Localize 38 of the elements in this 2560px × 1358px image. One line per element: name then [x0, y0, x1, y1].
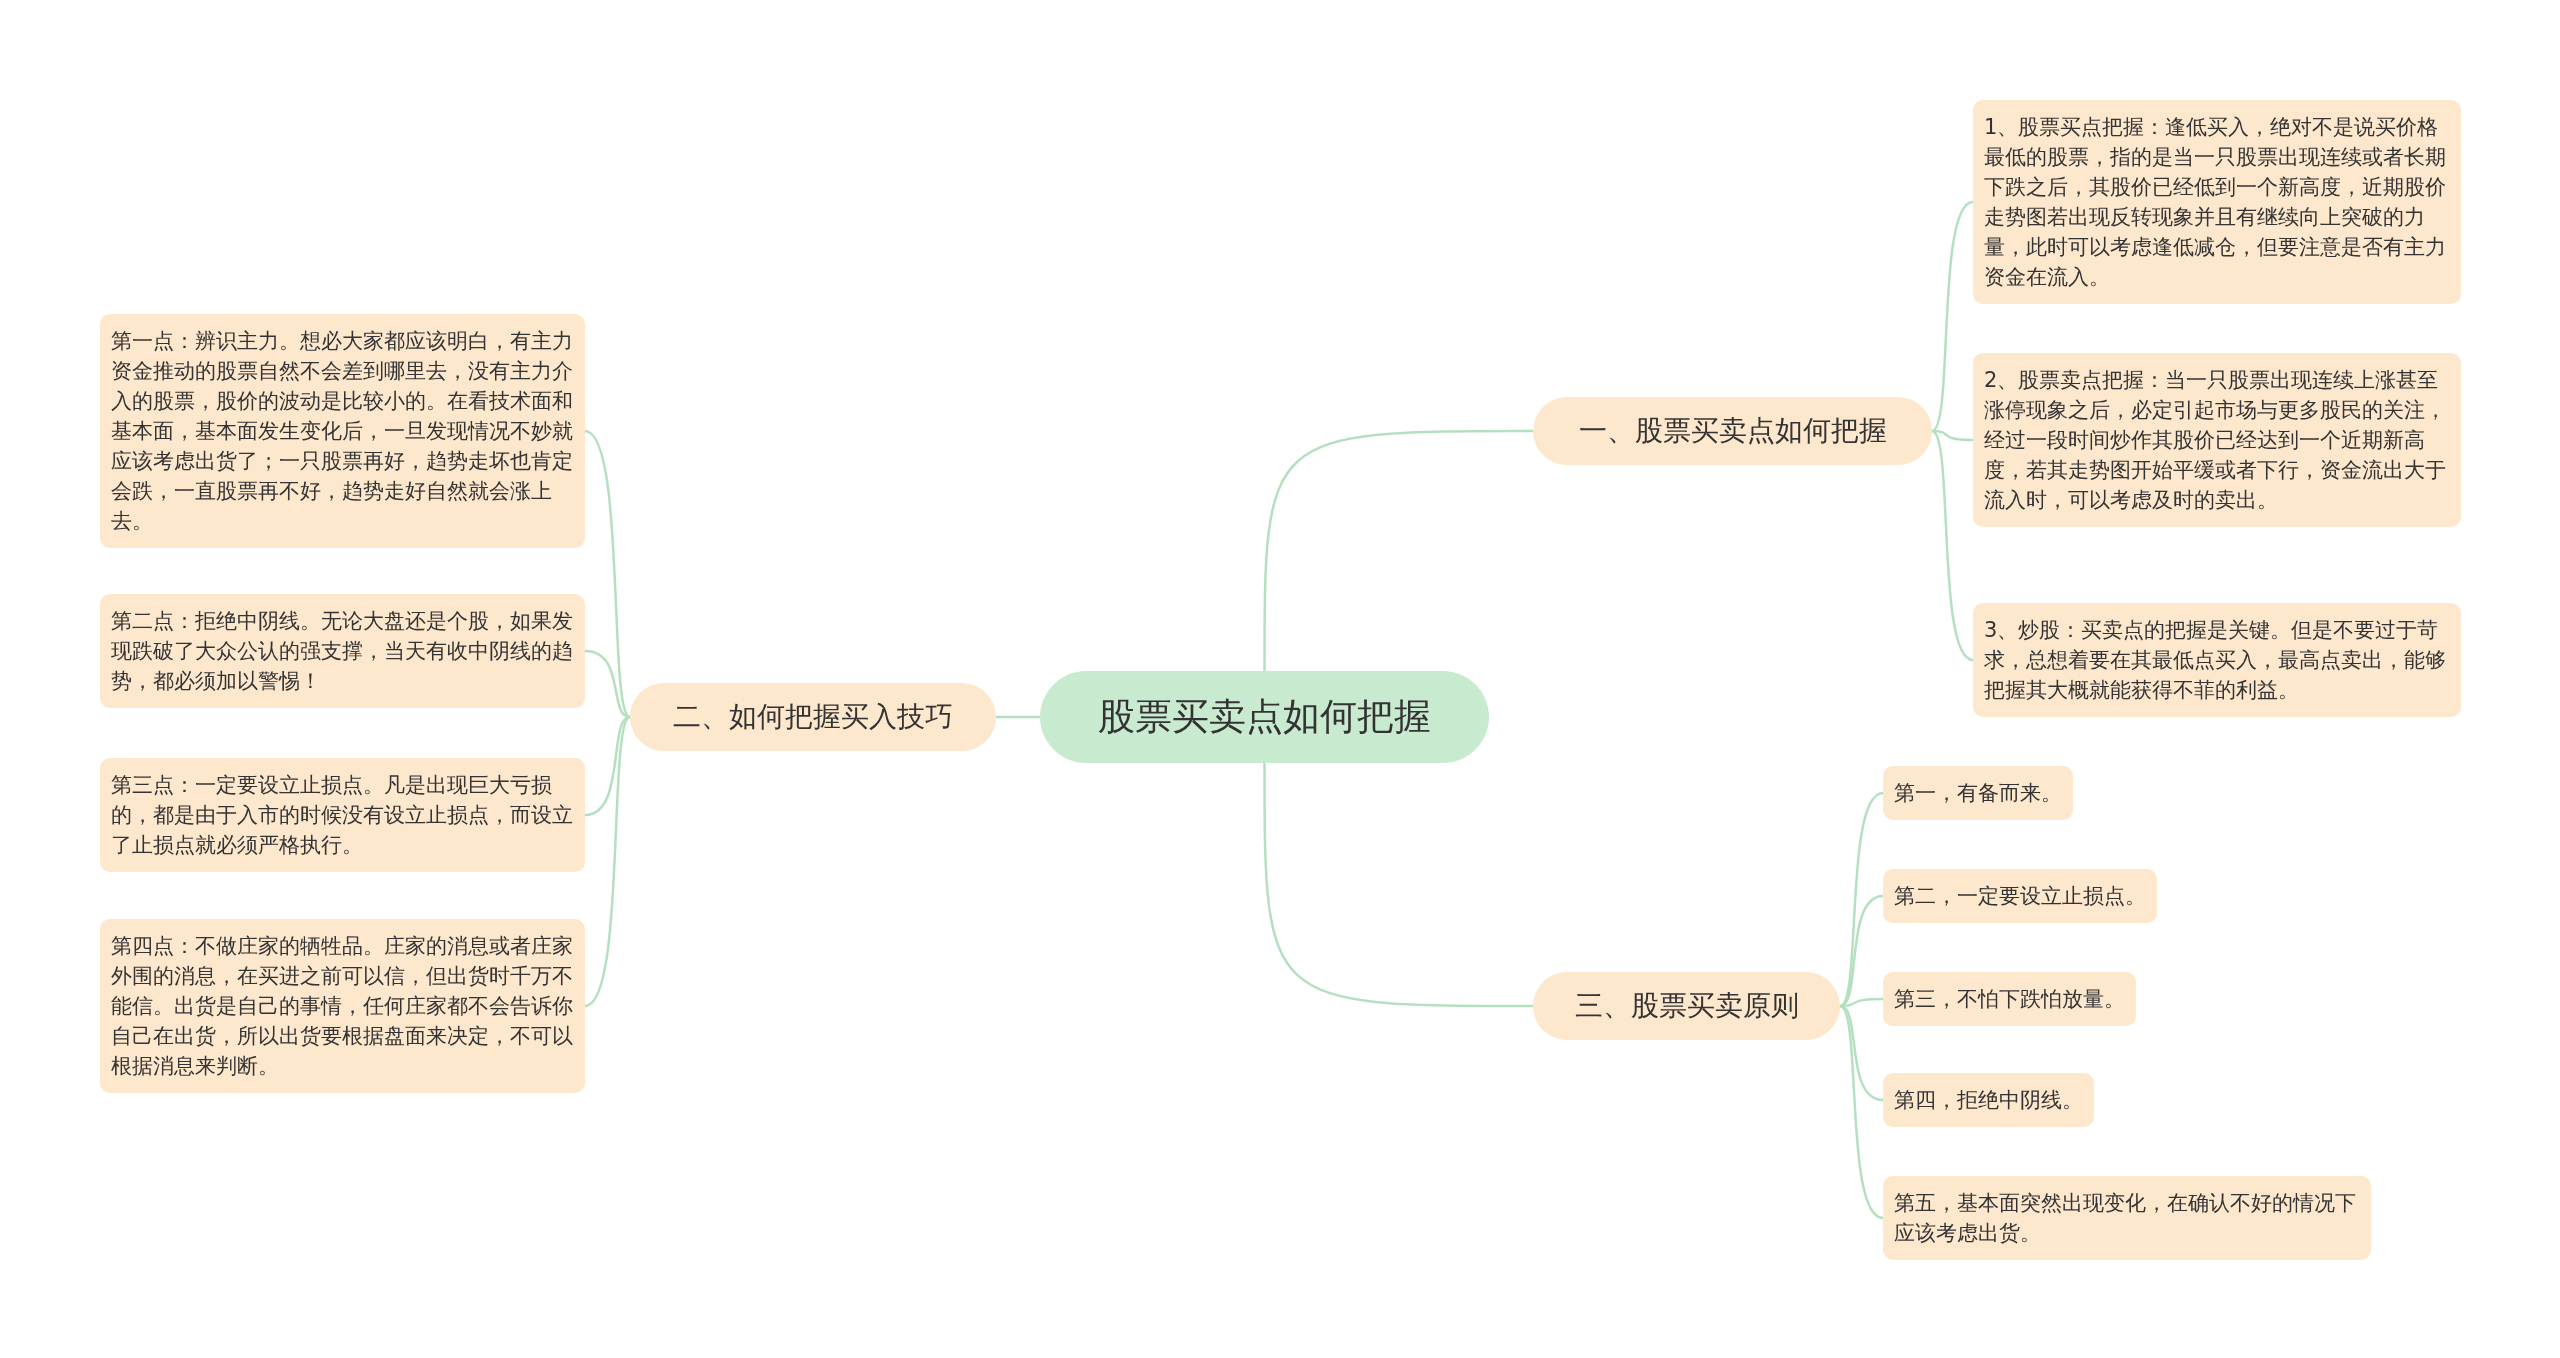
leaf-topic — [1883, 1073, 2094, 1127]
leaf-topic — [1883, 972, 2136, 1026]
topic-text: 一、股票买卖点如何把握 — [1578, 413, 1887, 449]
topic-text: 3、炒股：买卖点的把握是关键。但是不要过于苛求，总想着要在其最低点买入，最高点卖出，能够把握其大概就能获得不菲的利益。 — [1984, 617, 2447, 704]
leaf-topic — [1883, 1176, 2371, 1260]
connector-line — [1839, 791, 1884, 1007]
connector-line — [996, 715, 1040, 719]
connector-line — [1263, 763, 1533, 1008]
topic-text: 第五，基本面突然出现变化，在确认不好的情况下应该考虑出货。 — [1894, 1190, 2357, 1247]
connector-line — [584, 716, 631, 1008]
leaf-topic — [100, 594, 585, 708]
topic-text: 第二，一定要设立止损点。 — [1894, 883, 2146, 910]
leaf-topic — [100, 919, 585, 1093]
topic-text: 二、如何把握买入技巧 — [673, 699, 953, 735]
leaf-topic — [100, 758, 585, 872]
topic-text: 第四，拒绝中阴线。 — [1894, 1087, 2083, 1114]
connector-line — [584, 429, 631, 718]
leaf-topic — [1973, 100, 2461, 304]
connector-line — [1263, 429, 1533, 671]
leaf-topic — [100, 314, 585, 548]
leaf-topic — [1973, 603, 2461, 717]
topic-text: 第三，不怕下跌怕放量。 — [1894, 986, 2125, 1013]
topic-text: 股票买卖点如何把握 — [1098, 694, 1431, 740]
topic-text: 第二点：拒绝中阴线。无论大盘还是个股，如果发现跌破了大众公认的强支撑，当天有收中阴线的趋势，都必须加以警惕！ — [111, 608, 574, 695]
topic-text: 第四点：不做庄家的牺牲品。庄家的消息或者庄家外围的消息，在买进之前可以信，但出货时千万不能信。出货是自己的事情，任何庄家都不会告诉你自己在出货，所以出货要根据盘面来决定，不可以根据消息来判断。 — [111, 933, 574, 1080]
connector-line — [1931, 430, 1974, 662]
connector-line — [1931, 200, 1974, 432]
topic-text: 第一，有备而来。 — [1894, 780, 2062, 807]
topic-text: 第三点：一定要设立止损点。凡是出现巨大亏损的，都是由于入市的时候没有设立止损点，而设立了止损点就必须严格执行。 — [111, 772, 574, 859]
topic-text: 第一点：辨识主力。想必大家都应该明白，有主力资金推动的股票自然不会差到哪里去，没有主力介入的股票，股价的波动是比较小的。在看技术面和基本面，基本面发生变化后，一旦发现情况不妙就应该考虑出货了；一只股票再好，趋势走坏也肯定会跌，一直股票再不好，趋势走好自然就会涨上去。 — [111, 328, 574, 535]
connector-line — [1839, 894, 1884, 1008]
connector-line — [1839, 1005, 1884, 1220]
leaf-topic — [1883, 869, 2157, 923]
topic-text: 1、股票买点把握：逢低买入，绝对不是说买价格最低的股票，指的是当一只股票出现连续或者长期下跌之后，其股价已经低到一个新高度，近期股价走势图若出现反转现象并且有继续向上突破的力量，此时可以考虑逢低减仓，但要注意是否有主力资金在流入。 — [1984, 114, 2447, 291]
leaf-topic — [1883, 766, 2073, 820]
topic-text: 2、股票卖点把握：当一只股票出现连续上涨甚至涨停现象之后，必定引起市场与更多股民的关注，经过一段时间炒作其股价已经达到一个近期新高度，若其走势图开始平缓或者下行，资金流出大于流入时，可以考虑及时的卖出。 — [1984, 367, 2447, 514]
topic-text: 三、股票买卖原则 — [1574, 988, 1799, 1024]
leaf-topic — [1973, 353, 2461, 527]
